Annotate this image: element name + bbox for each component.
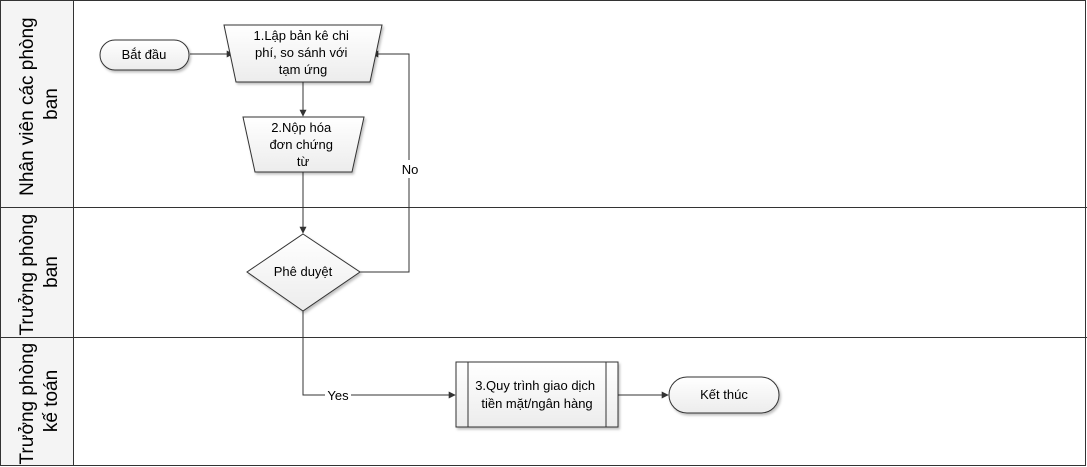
yes-label: Yes [327, 388, 349, 403]
no-label-bg [400, 160, 420, 178]
end-node-label: Kết thúc [700, 387, 748, 402]
lane-header-column [0, 0, 74, 466]
lane-label-dept-head: Trưởng phòng ban [17, 209, 62, 336]
decision-node-label: Phê duyệt [274, 264, 333, 279]
end-node[interactable] [668, 376, 780, 414]
step2-node[interactable] [242, 116, 365, 173]
start-node[interactable] [99, 39, 190, 71]
no-label: No [402, 162, 419, 177]
step1-node-label: 1.Lập bản kê chi phí, so sánh với tạm ứn… [253, 28, 352, 77]
edge-decision-yes [302, 311, 456, 399]
lane-label-staff: Nhân viên các phòng ban [17, 12, 62, 196]
step3-node-label: 3.Quy trình giao dịch tiền mặt/ngân hàng [475, 378, 599, 411]
decision-node[interactable] [246, 233, 361, 312]
lane-label-chief-accountant: Trưởng phòng kế toán [17, 338, 62, 465]
step2-node-label: 2.Nộp hóa đơn chứng từ [269, 120, 336, 169]
step1-node[interactable] [223, 24, 383, 83]
start-node-label: Bắt đầu [122, 47, 167, 62]
yes-label-bg [325, 387, 351, 403]
step3-node[interactable] [455, 361, 619, 428]
